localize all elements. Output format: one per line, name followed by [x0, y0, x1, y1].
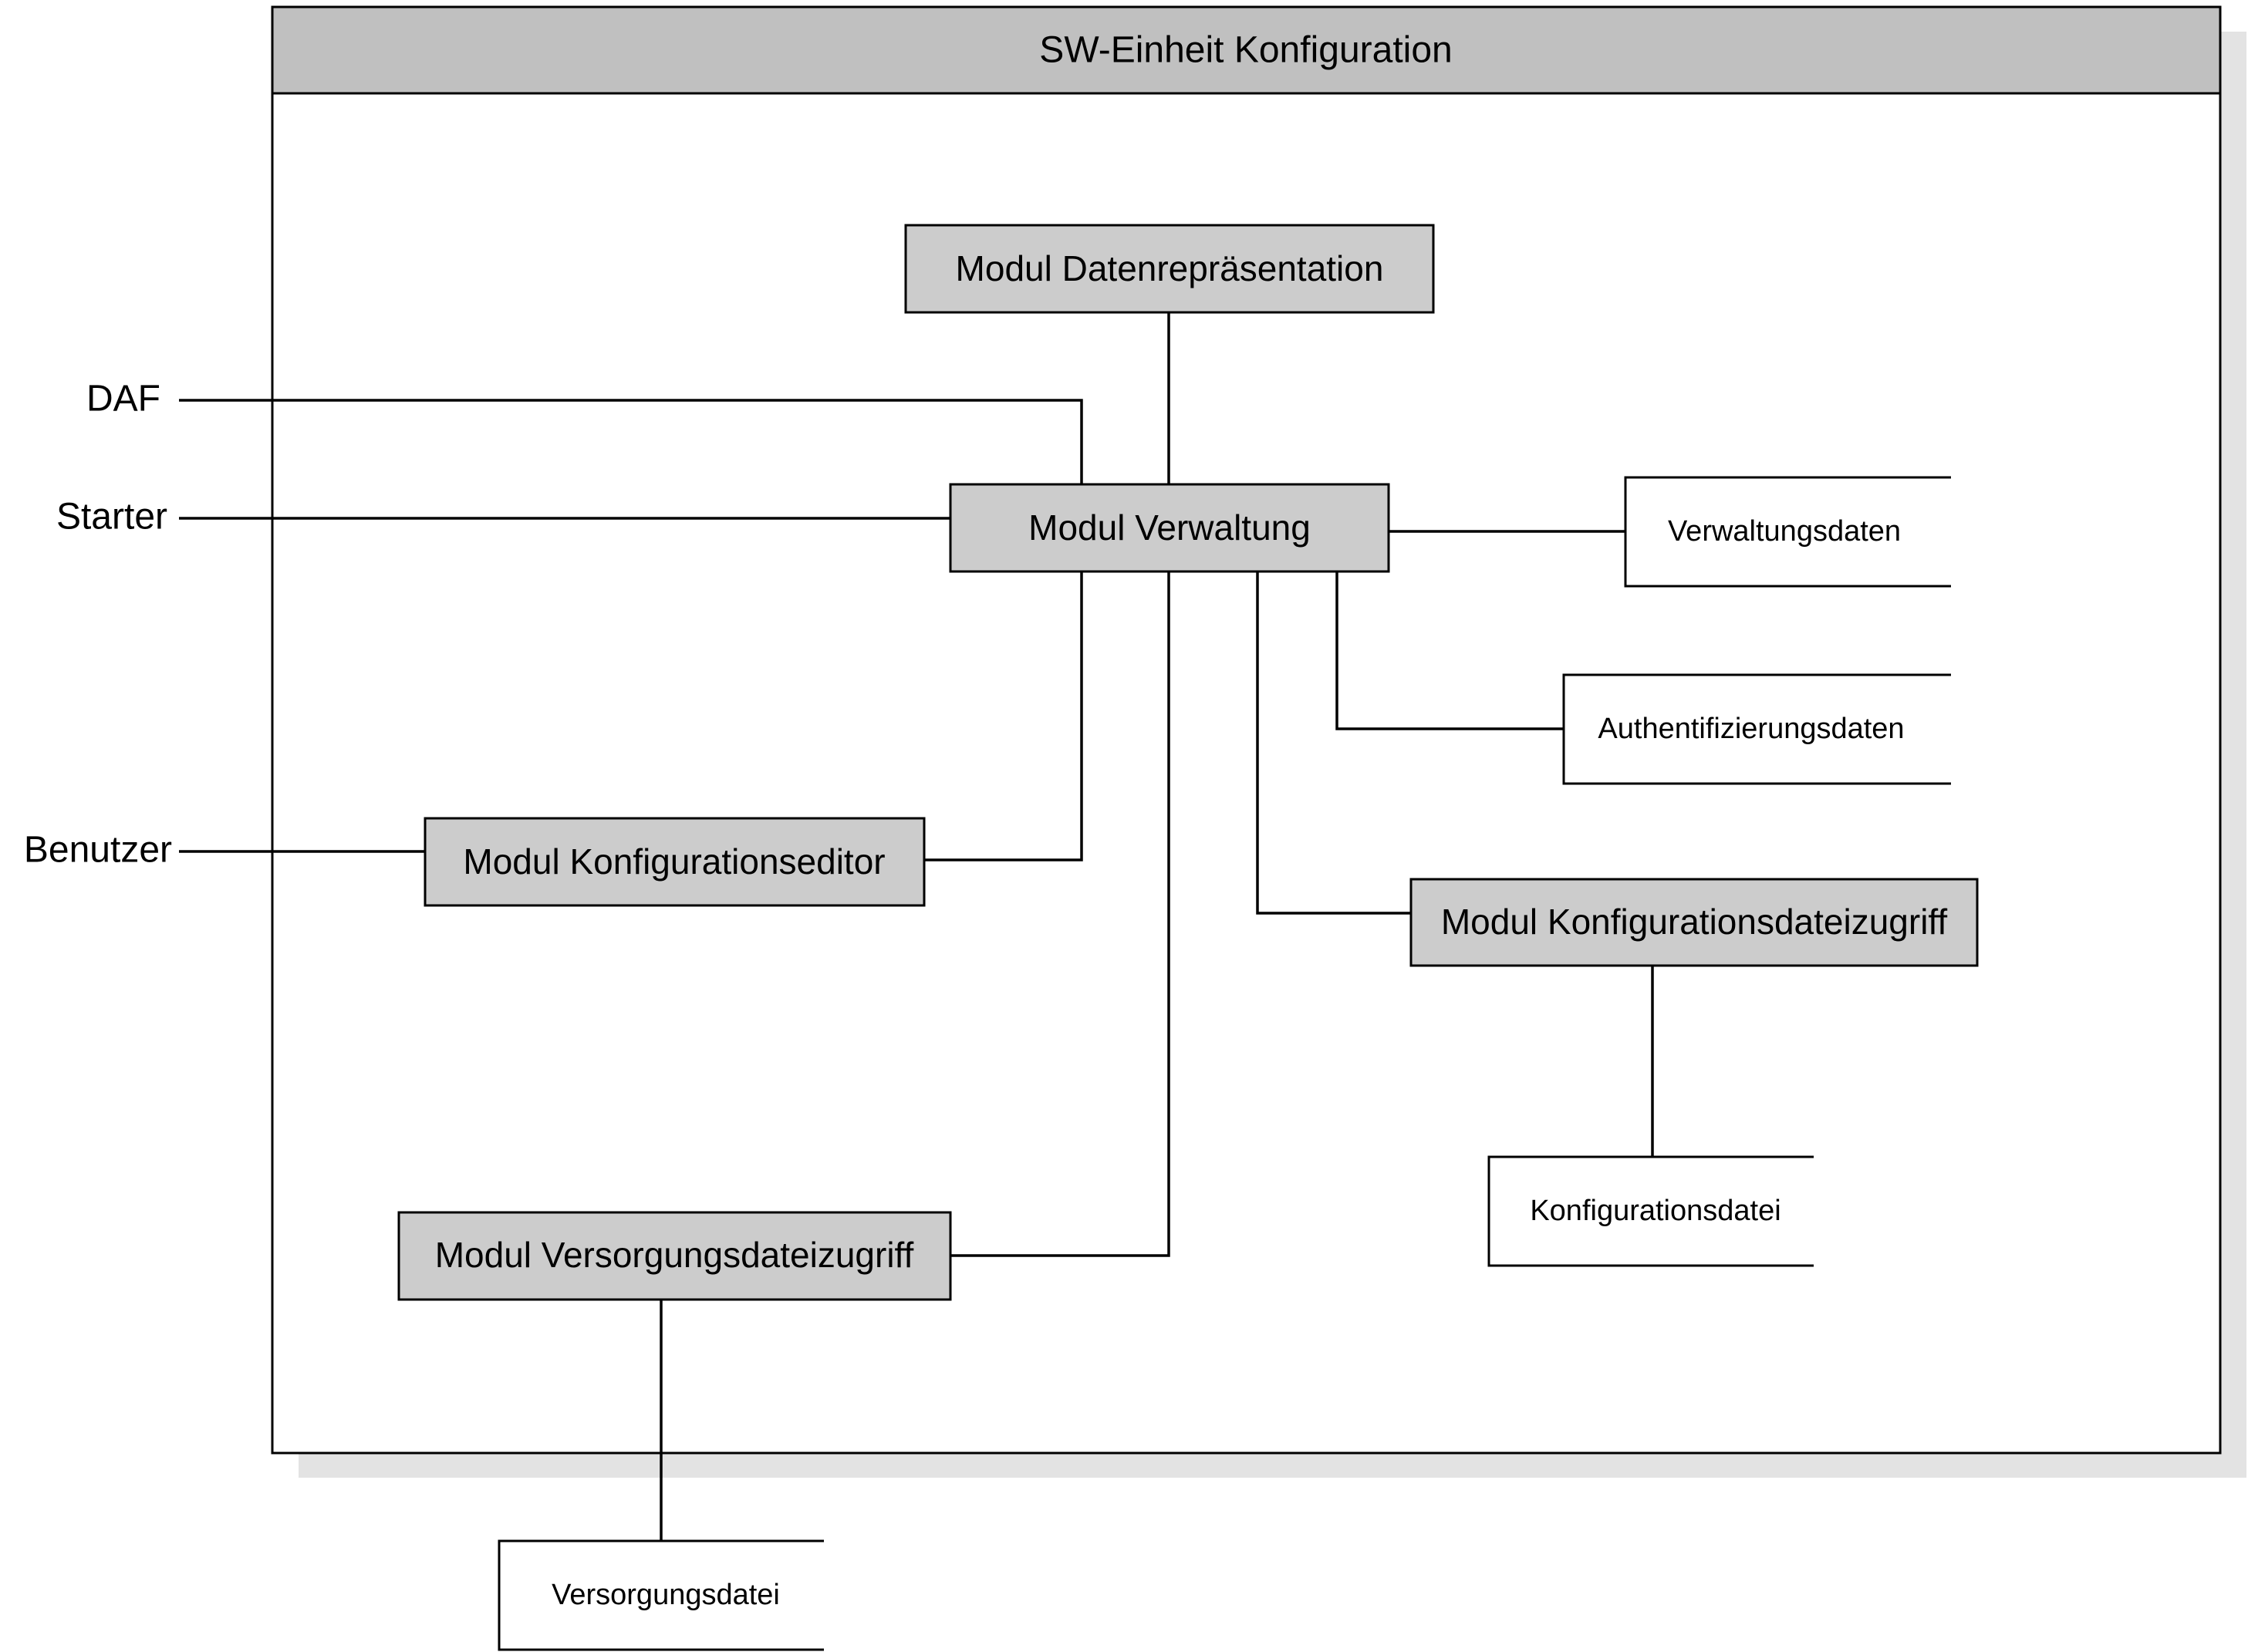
- module-datenrepraesentation: Modul Datenrepräsentation: [904, 224, 1435, 314]
- module-verwaltung: Modul Verwaltung: [949, 483, 1390, 573]
- module-box: [1409, 878, 1979, 967]
- module-label: Modul Verwaltung: [1028, 507, 1311, 548]
- data-store-outline: [1487, 1155, 1814, 1267]
- connector-verwaltung-konfigurationsdateizugriff: [1256, 571, 1411, 915]
- connector-verwaltung-versorgungsdateizugriff: [950, 571, 1170, 1257]
- module-konfigurationseditor: Modul Konfigurationseditor: [424, 817, 926, 907]
- sw-unit-title: SW-Einheit Konfiguration: [1039, 30, 1452, 71]
- data-store-label: Verwaltungsdaten: [1668, 515, 1901, 548]
- data-store-authentifizierungsdaten: Authentifizierungsdaten: [1562, 673, 1951, 785]
- connector-verwaltung-authentifizierungsdaten: [1335, 571, 1564, 730]
- connector-daf: [179, 399, 1083, 484]
- module-box: [949, 483, 1390, 573]
- module-label: Modul Konfigurationseditor: [463, 841, 885, 882]
- actor-starter: Starter: [56, 497, 167, 538]
- data-store-fill: [499, 1541, 824, 1650]
- data-store-versorgungsdatei: Versorgungsdatei: [498, 1539, 824, 1651]
- module-label: Modul Konfigurationsdateizugriff: [1441, 902, 1948, 942]
- data-store-outline: [1562, 673, 1951, 785]
- data-store-outline: [498, 1539, 824, 1651]
- module-konfigurationsdateizugriff: Modul Konfigurationsdateizugriff: [1409, 878, 1979, 967]
- module-label: Modul Datenrepräsentation: [956, 248, 1384, 288]
- module-box: [397, 1211, 952, 1301]
- data-store-label: Konfigurationsdatei: [1530, 1195, 1781, 1227]
- data-store-konfigurationsdatei: Konfigurationsdatei: [1487, 1155, 1814, 1267]
- actor-benutzer: Benutzer: [24, 830, 172, 871]
- connectors: [179, 312, 1654, 1541]
- sw-unit-title-bar: [271, 5, 2222, 95]
- data-store-outline: [1624, 476, 1951, 588]
- module-box: [904, 224, 1435, 314]
- data-store-fill: [1564, 675, 1951, 784]
- module-versorgungsdateizugriff: Modul Versorgungsdateizugriff: [397, 1211, 952, 1301]
- data-store-label: Authentifizierungsdaten: [1598, 713, 1904, 745]
- data-store-verwaltungsdaten: Verwaltungsdaten: [1624, 476, 1951, 588]
- data-store-fill: [1489, 1157, 1814, 1266]
- module-label: Modul Versorgungsdateizugriff: [435, 1235, 914, 1275]
- actor-daf: DAF: [86, 379, 160, 420]
- data-store-fill: [1625, 477, 1951, 586]
- data-store-label: Versorgungsdatei: [552, 1579, 780, 1611]
- connector-verwaltung-konfigurationseditor: [924, 571, 1083, 861]
- module-box: [424, 817, 926, 907]
